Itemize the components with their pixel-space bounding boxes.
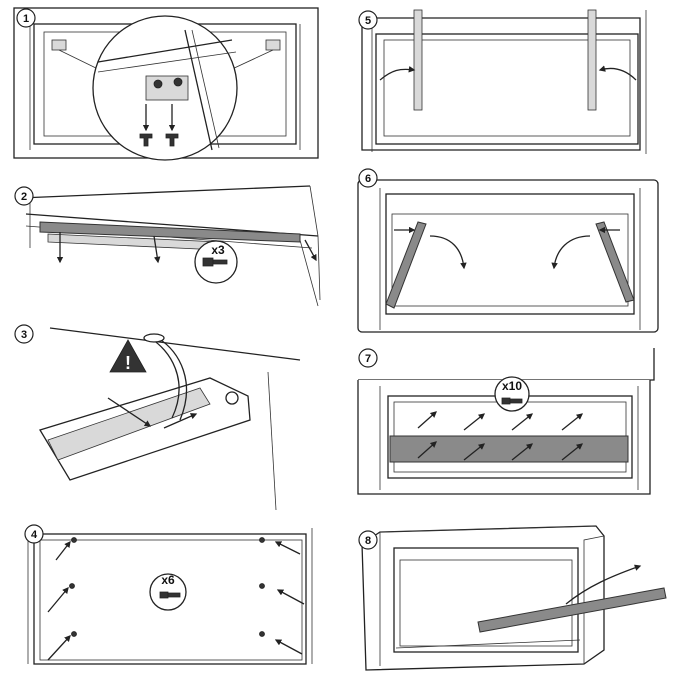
step-2-panel: x3 2 [14,185,321,307]
step-8-number: 8 [365,535,371,547]
step-5-arrow-left [379,66,416,81]
step-6-arrow-right [551,235,591,270]
screw-icon [139,133,153,147]
step-4-number: 4 [31,529,38,541]
screw-icon [501,397,523,405]
step-3-number: 3 [21,329,27,341]
step-5-bracket-left [413,9,423,111]
step-5-inner-frame [383,39,631,137]
warning-symbol: ! [125,353,131,373]
step-1-number-badge [16,8,36,28]
step-5-arrow-right [598,65,637,81]
step-1-panel: 1 [13,7,319,161]
screw-icon [165,133,179,147]
step-6-cabinet-outline [357,179,659,333]
step-2-filter-strip [39,221,301,243]
step-8-frame [393,547,579,653]
step-5-number-badge [358,10,378,30]
step-7-number: 7 [365,353,371,365]
step-1-bracket-right [265,39,281,51]
step-6-panel: 6 [357,168,659,333]
step-1-bracket-zoom [145,75,189,101]
step-5-number: 5 [365,15,371,27]
step-6-arrow-left [429,235,467,270]
step-1-bracket-left [51,39,67,51]
step-5-panel: 5 [358,9,647,154]
step-3-housing [39,377,251,481]
step-8-number-badge [358,530,378,550]
step-4-frame [33,533,307,665]
step-3-panel: ! 3 [14,324,301,511]
step-6-number: 6 [365,173,371,185]
step-6-number-badge [358,168,378,188]
step-4-number-badge [24,524,44,544]
step-2-number: 2 [21,191,27,203]
step-6-panel-left [385,221,427,309]
screw-icon [202,257,228,267]
step-3-circuit-board [47,387,211,461]
screw-icon [159,591,181,599]
step-2-number-badge [14,186,34,206]
step-4-panel: x6 4 [24,524,313,665]
step-6-panel-right [595,221,635,303]
screw-icon [173,77,183,87]
step-7-panel: x10 7 [357,348,655,495]
step-4-multiplier: x6 [161,573,175,587]
step-5-cabinet-outline [361,17,641,151]
step-3-number-badge [14,324,34,344]
step-7-multiplier: x10 [502,379,522,393]
step-7-number-badge [358,348,378,368]
step-8-filter-strip [477,587,667,633]
step-8-arrow [565,564,642,605]
step-8-panel: 8 [358,525,667,671]
warning-icon [109,339,147,373]
step-1-number: 1 [23,13,29,25]
step-2-multiplier: x3 [211,243,225,257]
step-5-frame [375,33,639,145]
step-7-filter-strip [389,435,629,463]
step-5-bracket-right [587,9,597,111]
step-6-frame [385,193,635,315]
step-4-inner-frame [39,539,303,661]
screw-icon [153,79,163,89]
